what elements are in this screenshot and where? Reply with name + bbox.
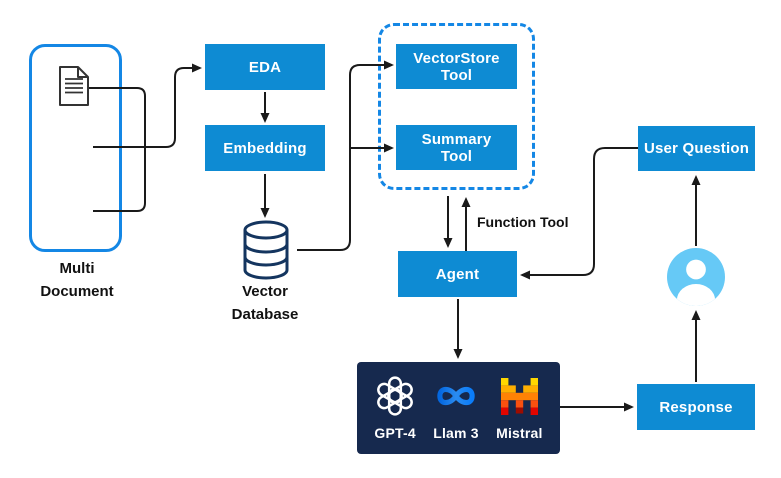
agent-node: Agent [398,251,517,297]
multi-document-label: Multi Document [40,260,114,300]
vector-database-label: Vector Database [231,283,299,323]
user-question-node: User Question [638,126,755,171]
llm-model-name: Llam 3 [433,425,479,441]
response-label: Response [659,398,733,416]
summary-tool-label-line2: Tool [440,147,473,165]
vectorstore-tool-label-line2: Tool [440,66,473,84]
openai-logo-icon [375,375,415,417]
vectorstore-tool-label-line1: VectorStore [413,49,500,67]
llm-model-name: GPT-4 [374,425,416,441]
llm-model-name: Mistral [496,425,543,441]
agent-label: Agent [435,265,480,283]
document-icon [59,66,89,106]
summary-tool-node: Summary Tool [396,125,517,170]
mistral-logo-icon [500,375,538,417]
user-question-label: User Question [643,140,750,157]
vectorstore-tool-node: VectorStore Tool [396,44,517,89]
llm-models-box: GPT-4 Llam 3 [357,362,560,454]
user-avatar-icon [667,248,725,306]
embedding-node: Embedding [205,125,325,171]
llm-model-llama: Llam 3 [433,375,479,441]
database-icon [243,220,289,280]
response-node: Response [637,384,755,430]
eda-label: EDA [248,58,282,76]
embedding-label: Embedding [223,139,307,157]
meta-logo-icon [434,375,478,417]
llm-model-mistral: Mistral [496,375,543,441]
llm-model-gpt4: GPT-4 [374,375,416,441]
eda-node: EDA [205,44,325,90]
summary-tool-label-line1: Summary [421,130,492,148]
function-tool-label: Function Tool [477,214,569,230]
tools-group-outline [378,23,535,190]
